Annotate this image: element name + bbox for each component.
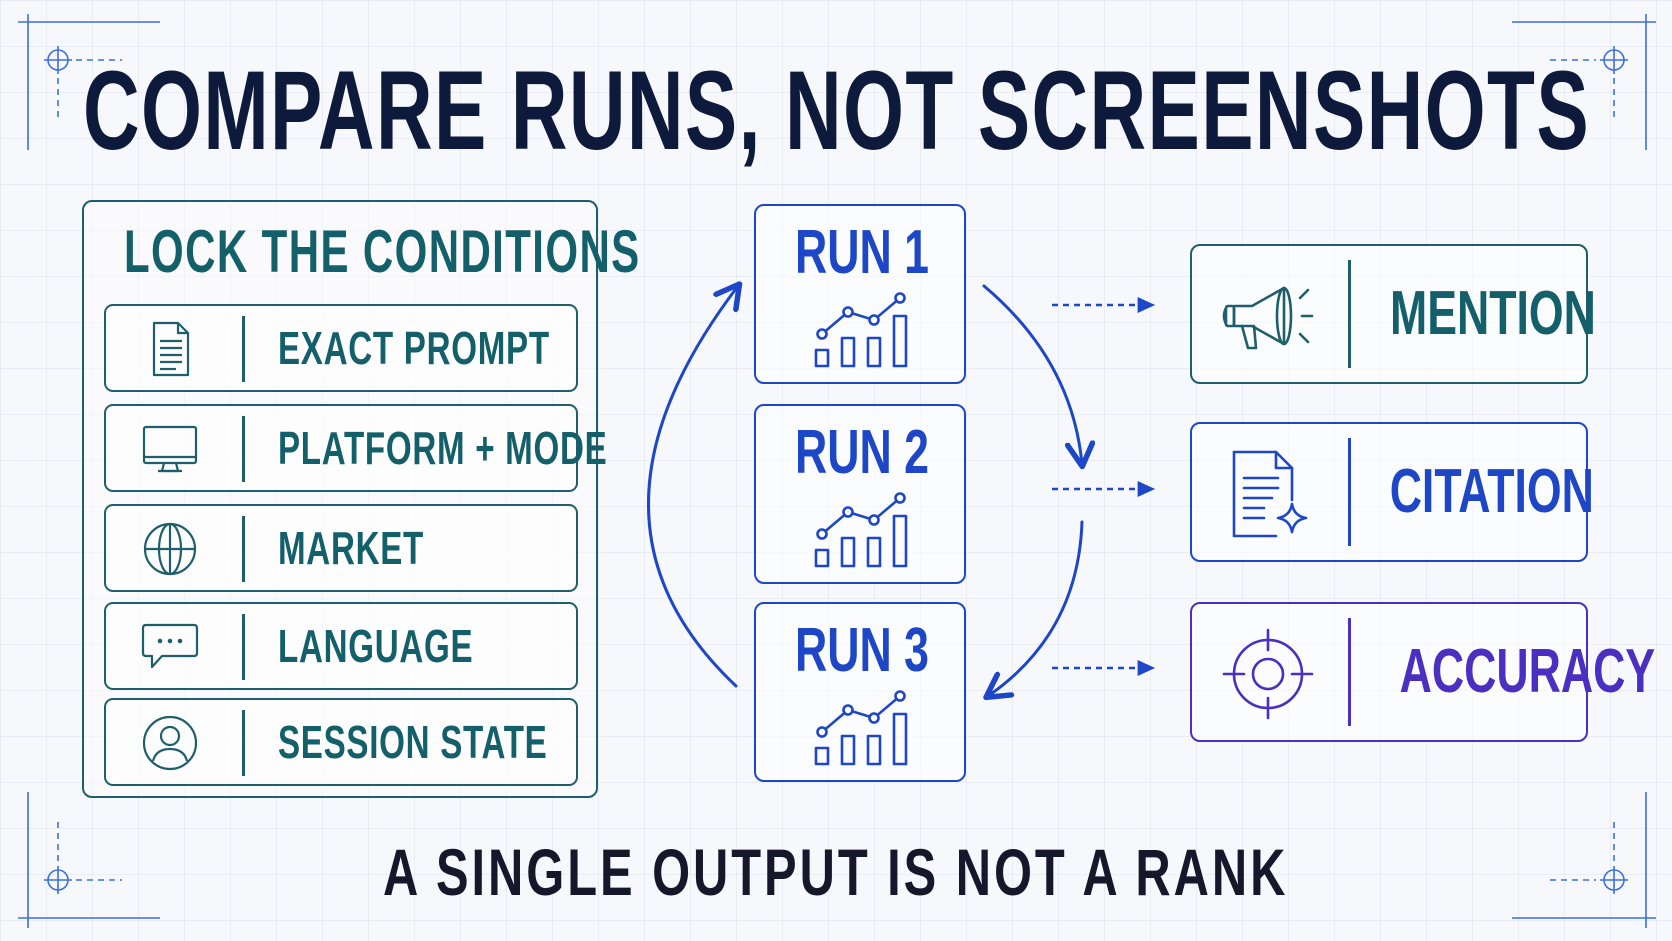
chart-icon — [814, 690, 908, 766]
chart-icon — [814, 492, 908, 568]
condition-label: MARKET — [278, 522, 424, 574]
chart-icon — [814, 292, 908, 368]
condition-market: MARKET — [104, 504, 578, 592]
run-2-box: RUN 2 — [754, 404, 966, 584]
metric-label: CITATION — [1389, 457, 1594, 526]
cycle-arrow-right-top — [982, 284, 1082, 464]
run-3-box: RUN 3 — [754, 602, 966, 782]
condition-label: PLATFORM + MODE — [278, 422, 608, 474]
run-label: RUN 3 — [795, 616, 929, 685]
conditions-panel: LOCK THE CONDITIONS EXACT PROMPT PLATFOR… — [82, 200, 639, 798]
row-divider — [242, 416, 245, 482]
chat-bubble-icon — [141, 623, 199, 669]
document-icon — [152, 321, 190, 377]
row-divider — [242, 710, 245, 776]
condition-label: SESSION STATE — [278, 716, 548, 768]
run-label: RUN 1 — [795, 218, 929, 287]
metric-label: MENTION — [1390, 279, 1596, 348]
user-icon — [142, 715, 198, 771]
subtitle-wrap: A SINGLE OUTPUT IS NOT A RANK — [0, 832, 1672, 912]
cycle-arrow-right-bottom — [988, 520, 1084, 696]
target-icon — [1222, 628, 1314, 720]
metric-mention-box: MENTION — [1190, 244, 1596, 384]
metric-divider — [1348, 438, 1351, 546]
document-sparkle-icon — [1232, 450, 1308, 538]
metric-accuracy-box: ACCURACY — [1190, 602, 1655, 742]
row-divider — [242, 316, 245, 382]
metric-divider — [1348, 260, 1351, 368]
condition-label: EXACT PROMPT — [278, 322, 550, 374]
metric-label: ACCURACY — [1399, 637, 1656, 706]
run-1-box: RUN 1 — [754, 204, 966, 384]
page-title: COMPARE RUNS, NOT SCREENSHOTS — [82, 47, 1590, 173]
megaphone-icon — [1222, 286, 1314, 350]
metric-citation-box: CITATION — [1190, 422, 1594, 562]
metric-divider — [1348, 618, 1351, 726]
page-subtitle: A SINGLE OUTPUT IS NOT A RANK — [383, 835, 1289, 909]
row-divider — [242, 516, 245, 582]
condition-session-state: SESSION STATE — [104, 698, 578, 786]
globe-icon — [143, 522, 197, 576]
condition-exact-prompt: EXACT PROMPT — [104, 304, 578, 392]
condition-label: LANGUAGE — [278, 620, 474, 672]
conditions-heading: LOCK THE CONDITIONS — [124, 218, 641, 285]
condition-language: LANGUAGE — [104, 602, 578, 690]
monitor-icon — [142, 425, 198, 473]
condition-platform-mode: PLATFORM + MODE — [104, 404, 607, 492]
run-label: RUN 2 — [795, 418, 929, 487]
cycle-arrow-left — [647, 286, 738, 688]
row-divider — [242, 614, 245, 680]
page-title-wrap: COMPARE RUNS, NOT SCREENSHOTS — [0, 40, 1672, 180]
